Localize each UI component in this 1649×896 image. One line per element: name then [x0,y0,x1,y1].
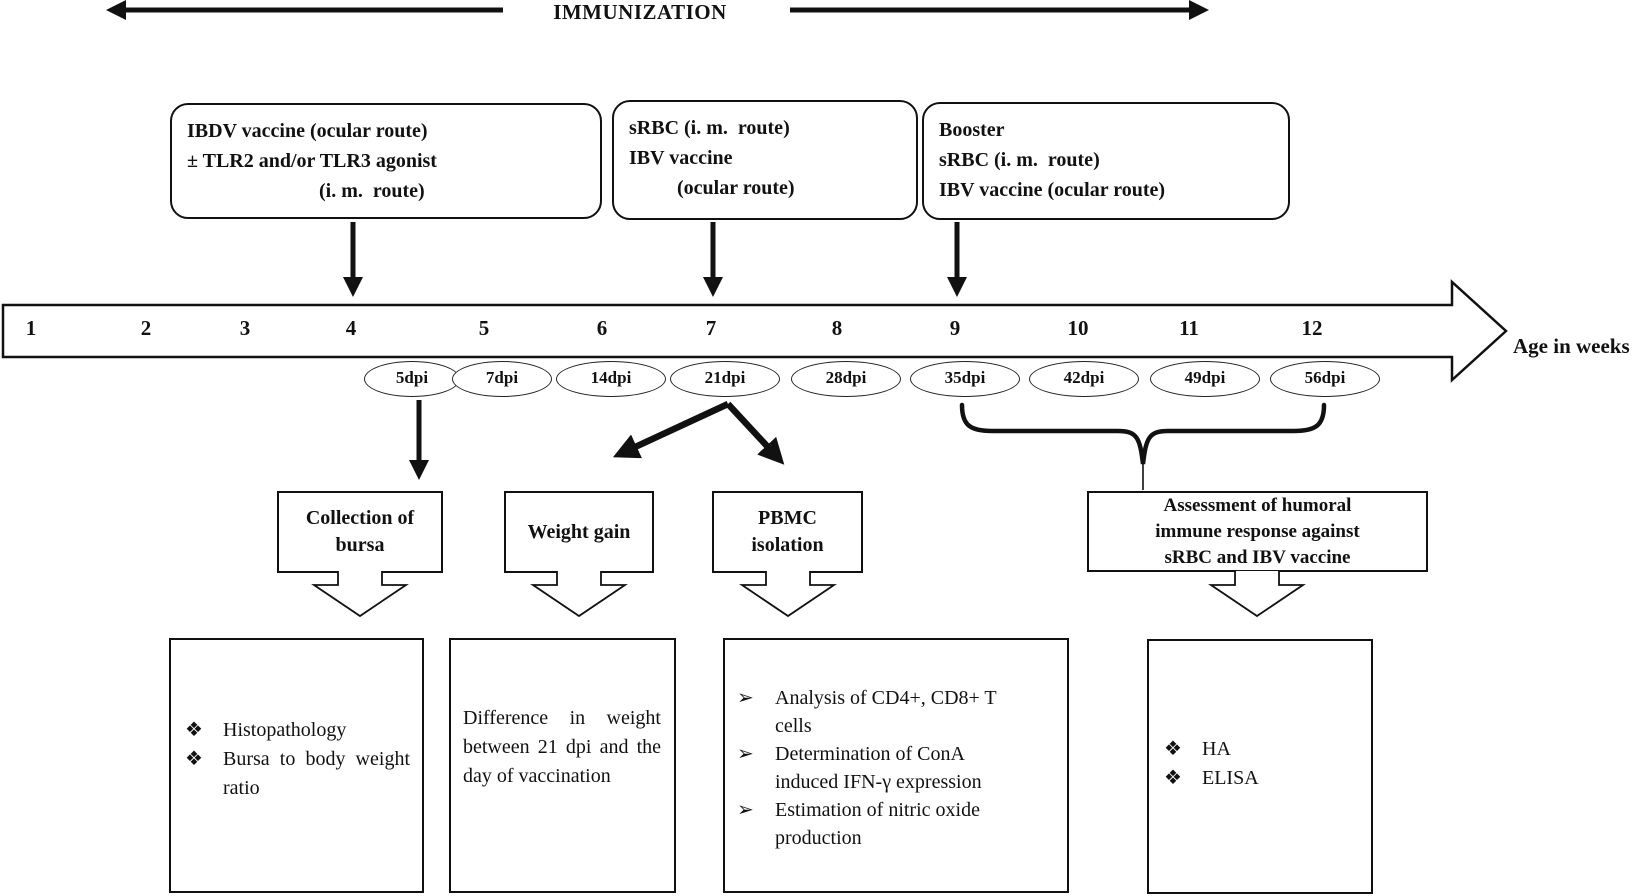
list-item: ❖ ELISA [1164,764,1359,793]
week-label-2: 2 [140,316,152,340]
list-item: ➢ Estimation of nitric oxide production [737,796,1027,852]
dpi21-left-fork-arrow-icon [612,401,730,459]
detail-box-bursa: ❖ Histopathology ❖ Bursa to body weight … [169,638,424,893]
outcome-line: Weight gain [527,520,631,543]
detail-box-weight: Difference in weight between 21 dpi and … [449,638,676,893]
dpi-ellipse-49: 49dpi [1150,361,1260,397]
week-label-5: 5 [478,316,490,340]
list-item-text: ELISA [1202,767,1259,789]
dpi-ellipse-7: 7dpi [452,361,552,397]
dpi-range-brace [959,402,1327,465]
outcome-box-collection-of-bursa: Collection of bursa [277,491,443,573]
event-line: IBDV vaccine (ocular route) [187,120,428,142]
week-label-7: 7 [705,316,717,340]
event-line: (ocular route) [677,177,795,199]
outcome-box-humoral-assessment: Assessment of humoral immune response ag… [1087,491,1428,572]
event-line: sRBC (i. m. route) [939,149,1100,171]
detail-text: Difference in weight between 21 dpi and … [463,707,661,787]
dpi-ellipse-5: 5dpi [364,361,460,397]
event-box-booster: Booster sRBC (i. m. route) IBV vaccine (… [922,102,1290,220]
dpi-ellipse-42: 42dpi [1029,361,1139,397]
list-item-text: HA [1202,738,1231,760]
list-item: ➢ Determination of ConA induced IFN-γ ex… [737,740,1027,796]
diamond-bullet-icon: ❖ [185,748,203,770]
list-item: ➢ Analysis of CD4+, CD8+ T cells [737,684,1027,740]
assessment-block-arrow-icon [1208,571,1306,618]
list-item-text: Determination of ConA induced IFN-γ expr… [775,743,982,793]
outcome-line: Assessment of humoral [1163,494,1352,516]
week-label-8: 8 [831,316,843,340]
event-line: IBV vaccine (ocular route) [939,179,1166,201]
event-line: Booster [939,119,1005,141]
bursa-block-arrow-icon [311,571,409,618]
outcome-line: immune response against [1155,520,1360,542]
diamond-bullet-icon: ❖ [1164,738,1182,760]
list-item-text: Analysis of CD4+, CD8+ T cells [775,687,997,737]
list-item: ❖ Bursa to body weight ratio [185,745,410,803]
detail-box-pbmc: ➢ Analysis of CD4+, CD8+ T cells ➢ Deter… [723,638,1069,893]
week-label-4: 4 [345,316,357,340]
pbmc-block-arrow-icon [739,571,837,618]
outcome-line: Collection of [305,507,415,529]
weight-block-arrow-icon [530,571,628,618]
arrowhead-bullet-icon: ➢ [737,687,754,709]
diamond-bullet-icon: ❖ [1164,767,1182,789]
week-label-3: 3 [239,316,251,340]
axis-label-age-in-weeks: Age in weeks [1513,334,1630,358]
diagram-title: IMMUNIZATION [553,0,727,24]
week-label-6: 6 [596,316,608,340]
list-item-text: Histopathology [223,719,347,741]
event-line: sRBC (i. m. route) [629,117,790,139]
week-label-10: 10 [1067,316,1089,340]
dpi-ellipse-21: 21dpi [670,361,780,397]
outcome-line: isolation [751,534,824,556]
outcome-line: sRBC and IBV vaccine [1164,546,1351,568]
detail-box-serology: ❖ HA ❖ ELISA [1147,639,1373,894]
outcome-line: PBMC [758,507,817,529]
event-box-srbc-ibv: sRBC (i. m. route) IBV vaccine (ocular r… [612,100,918,220]
dpi-ellipse-35: 35dpi [910,361,1020,397]
dpi21-right-fork-arrow-icon [725,401,785,465]
outcome-box-weight-gain: Weight gain [504,491,654,573]
diamond-bullet-icon: ❖ [185,719,203,741]
event-line: ± TLR2 and/or TLR3 agonist [187,150,437,172]
outcome-line: bursa [335,534,385,556]
list-item-text: Bursa to body weight ratio [223,748,410,799]
list-item-text: Estimation of nitric oxide production [775,799,980,849]
event-line: IBV vaccine [629,147,733,169]
arrowhead-bullet-icon: ➢ [737,743,754,765]
event-box-ibdv-vaccine: IBDV vaccine (ocular route) ± TLR2 and/o… [170,103,602,219]
list-item: ❖ HA [1164,735,1359,764]
event-line: (i. m. route) [319,180,425,202]
dpi-ellipse-14: 14dpi [556,361,666,397]
dpi-ellipse-56: 56dpi [1270,361,1380,397]
dpi-ellipse-28: 28dpi [791,361,901,397]
week-label-1: 1 [25,316,37,340]
week-label-11: 11 [1179,316,1199,340]
week-label-9: 9 [949,316,961,340]
list-item: ❖ Histopathology [185,716,410,745]
week-label-12: 12 [1301,316,1323,340]
outcome-box-pbmc-isolation: PBMC isolation [712,491,863,573]
arrowhead-bullet-icon: ➢ [737,799,754,821]
